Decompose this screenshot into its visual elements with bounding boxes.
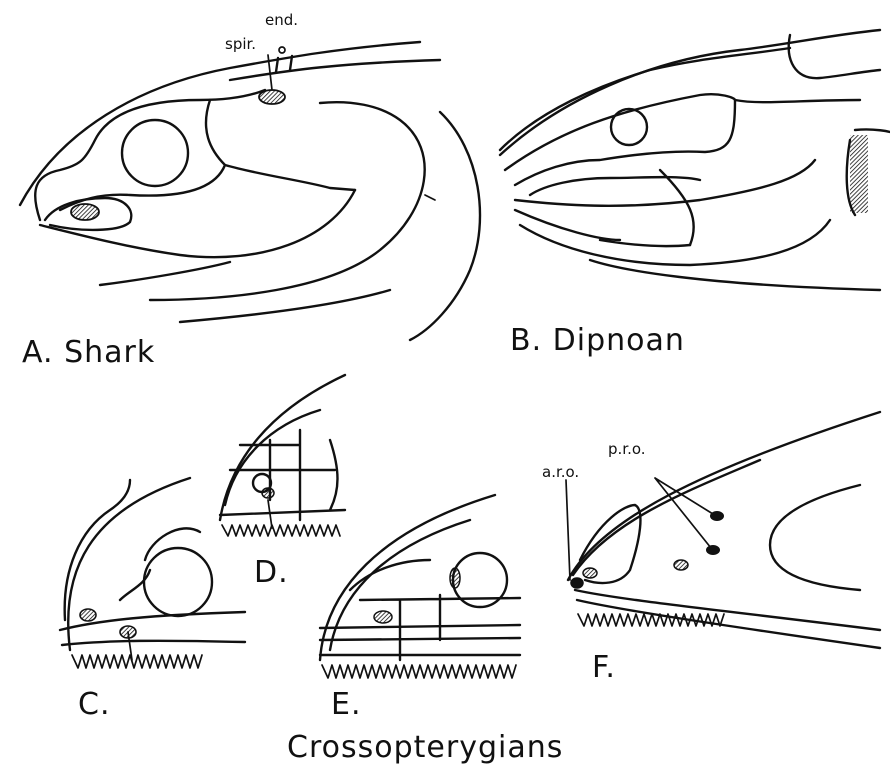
caption-f: F. xyxy=(592,650,616,685)
crossopterygian-e-drawing xyxy=(320,495,520,678)
crossopterygian-d-drawing xyxy=(220,375,345,536)
caption-c: C. xyxy=(78,687,110,722)
aro-label: a.r.o. xyxy=(542,463,579,481)
group-label-crossopterygians: Crossopterygians xyxy=(287,730,563,765)
caption-d: D. xyxy=(254,555,289,590)
caption-a-shark: A. Shark xyxy=(22,335,155,370)
shark-head-drawing xyxy=(20,42,480,340)
crossopterygian-c-drawing xyxy=(60,478,245,668)
dipnoan-head-drawing xyxy=(500,30,890,290)
end-label: end. xyxy=(265,11,298,29)
caption-b-dipnoan: B. Dipnoan xyxy=(510,323,685,358)
spir-label: spir. xyxy=(225,35,256,53)
pro-label: p.r.o. xyxy=(608,440,646,458)
caption-e: E. xyxy=(331,687,362,722)
